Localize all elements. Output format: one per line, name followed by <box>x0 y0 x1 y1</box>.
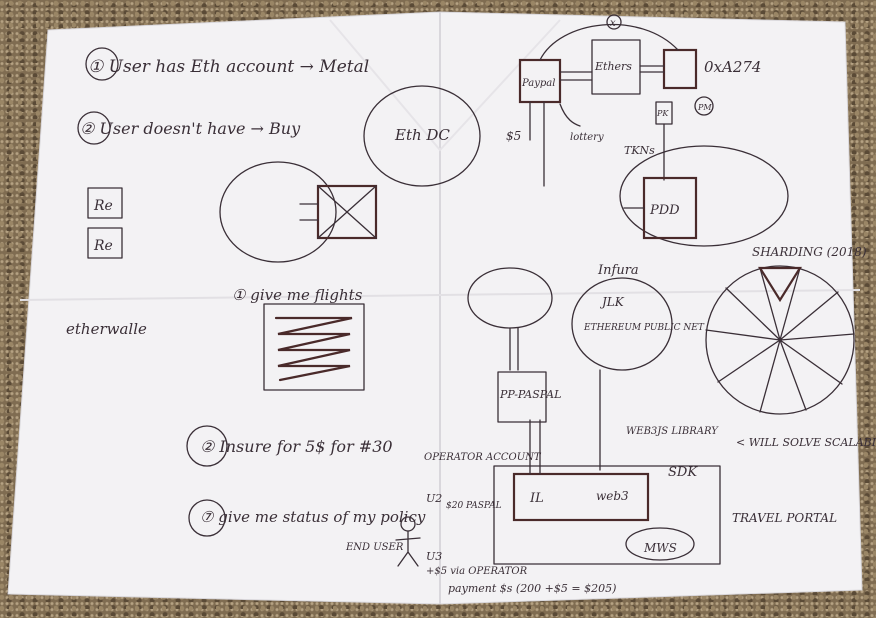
note-4: ② Insure for 5$ for #30 <box>200 437 393 456</box>
ethers-box-label: Ethers <box>594 60 632 73</box>
travel-portal-label: TRAVEL PORTAL <box>732 511 837 525</box>
tkns-label: TKNs <box>624 144 655 157</box>
web3-label: web3 <box>596 489 629 503</box>
sharding-wheel <box>705 265 855 415</box>
lottery-label: lottery <box>570 132 604 143</box>
mws-label: MWS <box>643 541 677 555</box>
u2-note: $20 PASPAL <box>446 501 502 511</box>
web3js-label: WEB3JS LIBRARY <box>626 426 719 437</box>
u2-label: U2 <box>426 492 442 505</box>
pdd-label: PDD <box>649 203 680 218</box>
note-2: ② User doesn't have → Buy <box>80 119 301 138</box>
note-re-1: Re <box>93 198 113 214</box>
sdk-label: SDK <box>668 465 698 480</box>
payment-label: payment $s (200 +$5 = $205) <box>448 582 616 595</box>
pp-paspal-label: PP-PASPAL <box>499 388 561 401</box>
pk-label: PK <box>656 109 669 118</box>
eth-dc-label: Eth DC <box>394 126 450 144</box>
note-5: ⑦ give me status of my policy <box>200 508 426 526</box>
note-side: etherwalle <box>66 320 147 338</box>
address-label: 0xA274 <box>704 58 761 76</box>
note-1: ① User has Eth account → Metal <box>88 57 369 77</box>
note-3: ① give me flights <box>232 286 363 304</box>
x-mark: x <box>610 18 616 29</box>
scalability-label: < WILL SOLVE SCALABILITY OF ETHEREUM <box>736 436 876 449</box>
five-dollar-label: $5 <box>506 129 521 143</box>
end-user-figure <box>395 516 421 567</box>
ethereum-net-label: ETHEREUM PUBLIC NET <box>583 323 705 333</box>
operator-label: OPERATOR ACCOUNT <box>424 452 542 463</box>
paypal-box-label: Paypal <box>521 78 555 89</box>
infura-label: Infura <box>597 263 639 278</box>
u3-note: +$5 via OPERATOR <box>426 566 528 577</box>
sharding-label: SHARDING (2018) <box>752 245 867 259</box>
jlk-label: JLK <box>599 295 625 309</box>
end-user-label: END USER <box>345 542 404 553</box>
pm-label: PM <box>697 103 712 112</box>
il-label: IL <box>529 491 544 506</box>
note-re-2: Re <box>93 238 113 254</box>
u3-label: U3 <box>426 550 442 563</box>
